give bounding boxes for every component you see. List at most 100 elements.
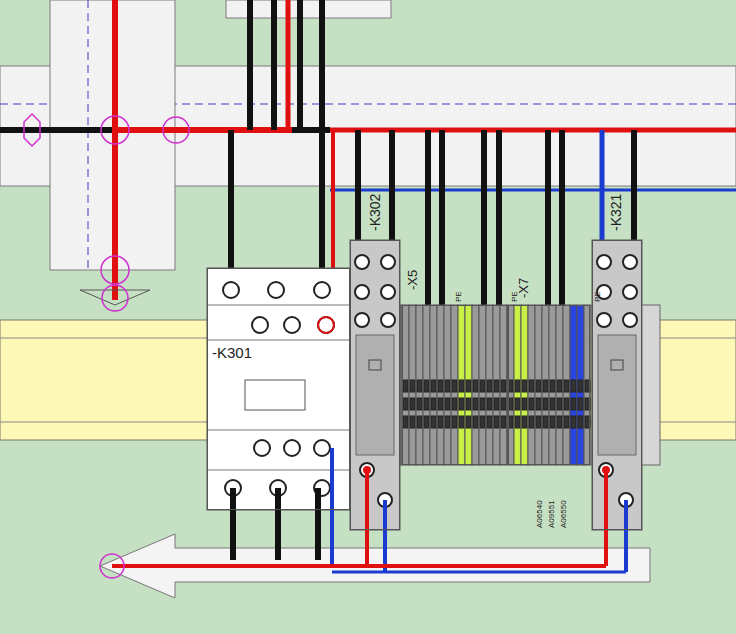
wire <box>247 0 253 130</box>
wire <box>545 130 551 318</box>
terminal <box>543 398 548 410</box>
crossing-marker <box>24 114 189 578</box>
terminal <box>487 416 492 428</box>
body-line <box>207 470 350 471</box>
terminal <box>578 416 583 428</box>
terminal <box>473 398 478 410</box>
terminal <box>571 416 576 428</box>
terminal <box>466 398 471 410</box>
terminal <box>480 416 485 428</box>
terminal <box>535 305 542 465</box>
terminal <box>564 416 569 428</box>
terminal <box>528 305 535 465</box>
terminal <box>549 305 556 465</box>
terminal <box>452 398 457 410</box>
terminal <box>403 380 408 392</box>
terminal <box>473 380 478 392</box>
duct-centerline <box>88 0 89 270</box>
terminal <box>424 416 429 428</box>
wire <box>330 448 334 566</box>
screw-terminals <box>355 255 637 507</box>
terminal <box>466 380 471 392</box>
terminal-strip: -X5 <box>402 305 508 465</box>
wire <box>115 127 292 133</box>
relay: -K302 <box>350 240 400 530</box>
terminal <box>424 380 429 392</box>
terminal <box>571 380 576 392</box>
contactor-window <box>245 380 305 410</box>
body-line <box>207 340 350 341</box>
screw-terminal <box>318 317 334 333</box>
terminal <box>550 416 555 428</box>
terminal <box>550 380 555 392</box>
wire-number: A06550 <box>560 500 568 528</box>
pe-mark: PE <box>594 291 602 302</box>
terminal <box>402 305 409 465</box>
terminal <box>465 305 472 465</box>
wire <box>481 130 487 318</box>
wire <box>496 130 502 318</box>
terminal <box>431 416 436 428</box>
device-tag: -X5 <box>406 270 419 290</box>
wire <box>315 488 321 560</box>
terminal <box>431 380 436 392</box>
terminal <box>564 380 569 392</box>
terminal-strip: -X7 <box>508 305 590 465</box>
wiring-arrow <box>100 534 650 598</box>
terminal <box>438 380 443 392</box>
device-tag: -K302 <box>368 194 382 231</box>
terminal <box>409 305 416 465</box>
terminal <box>557 380 562 392</box>
terminal <box>501 398 506 410</box>
wire <box>319 0 325 130</box>
terminal <box>578 398 583 410</box>
terminal <box>536 380 541 392</box>
terminal <box>452 380 457 392</box>
duct-arrow <box>80 290 150 305</box>
device-tag: -K301 <box>212 345 252 360</box>
wire <box>275 488 281 560</box>
terminal <box>451 305 458 465</box>
wire <box>286 0 291 130</box>
terminal <box>431 398 436 410</box>
terminal <box>557 416 562 428</box>
terminal <box>578 380 583 392</box>
terminal <box>514 305 521 465</box>
terminal <box>459 380 464 392</box>
pe-mark: PE <box>455 291 463 302</box>
terminal <box>522 416 527 428</box>
terminal <box>536 416 541 428</box>
wire <box>425 130 431 318</box>
terminal <box>423 305 430 465</box>
terminal <box>563 305 570 465</box>
terminal <box>444 305 451 465</box>
terminal <box>515 398 520 410</box>
terminal <box>459 398 464 410</box>
terminal <box>522 398 527 410</box>
terminal <box>487 398 492 410</box>
terminal <box>430 305 437 465</box>
terminal <box>529 398 534 410</box>
terminal <box>459 416 464 428</box>
terminal <box>416 305 423 465</box>
wire <box>230 488 236 560</box>
wire <box>559 130 565 318</box>
terminal <box>445 416 450 428</box>
wire <box>332 571 626 574</box>
body-line <box>207 305 350 306</box>
device-tag: -K321 <box>609 194 623 231</box>
terminal <box>487 380 492 392</box>
wire <box>383 500 387 572</box>
wire <box>319 130 325 290</box>
terminal <box>486 305 493 465</box>
terminal <box>543 416 548 428</box>
terminal <box>417 398 422 410</box>
terminal <box>521 305 528 465</box>
wire <box>624 500 628 572</box>
terminal <box>424 398 429 410</box>
terminal <box>480 398 485 410</box>
terminal <box>410 416 415 428</box>
terminal <box>472 305 479 465</box>
terminal <box>479 305 486 465</box>
